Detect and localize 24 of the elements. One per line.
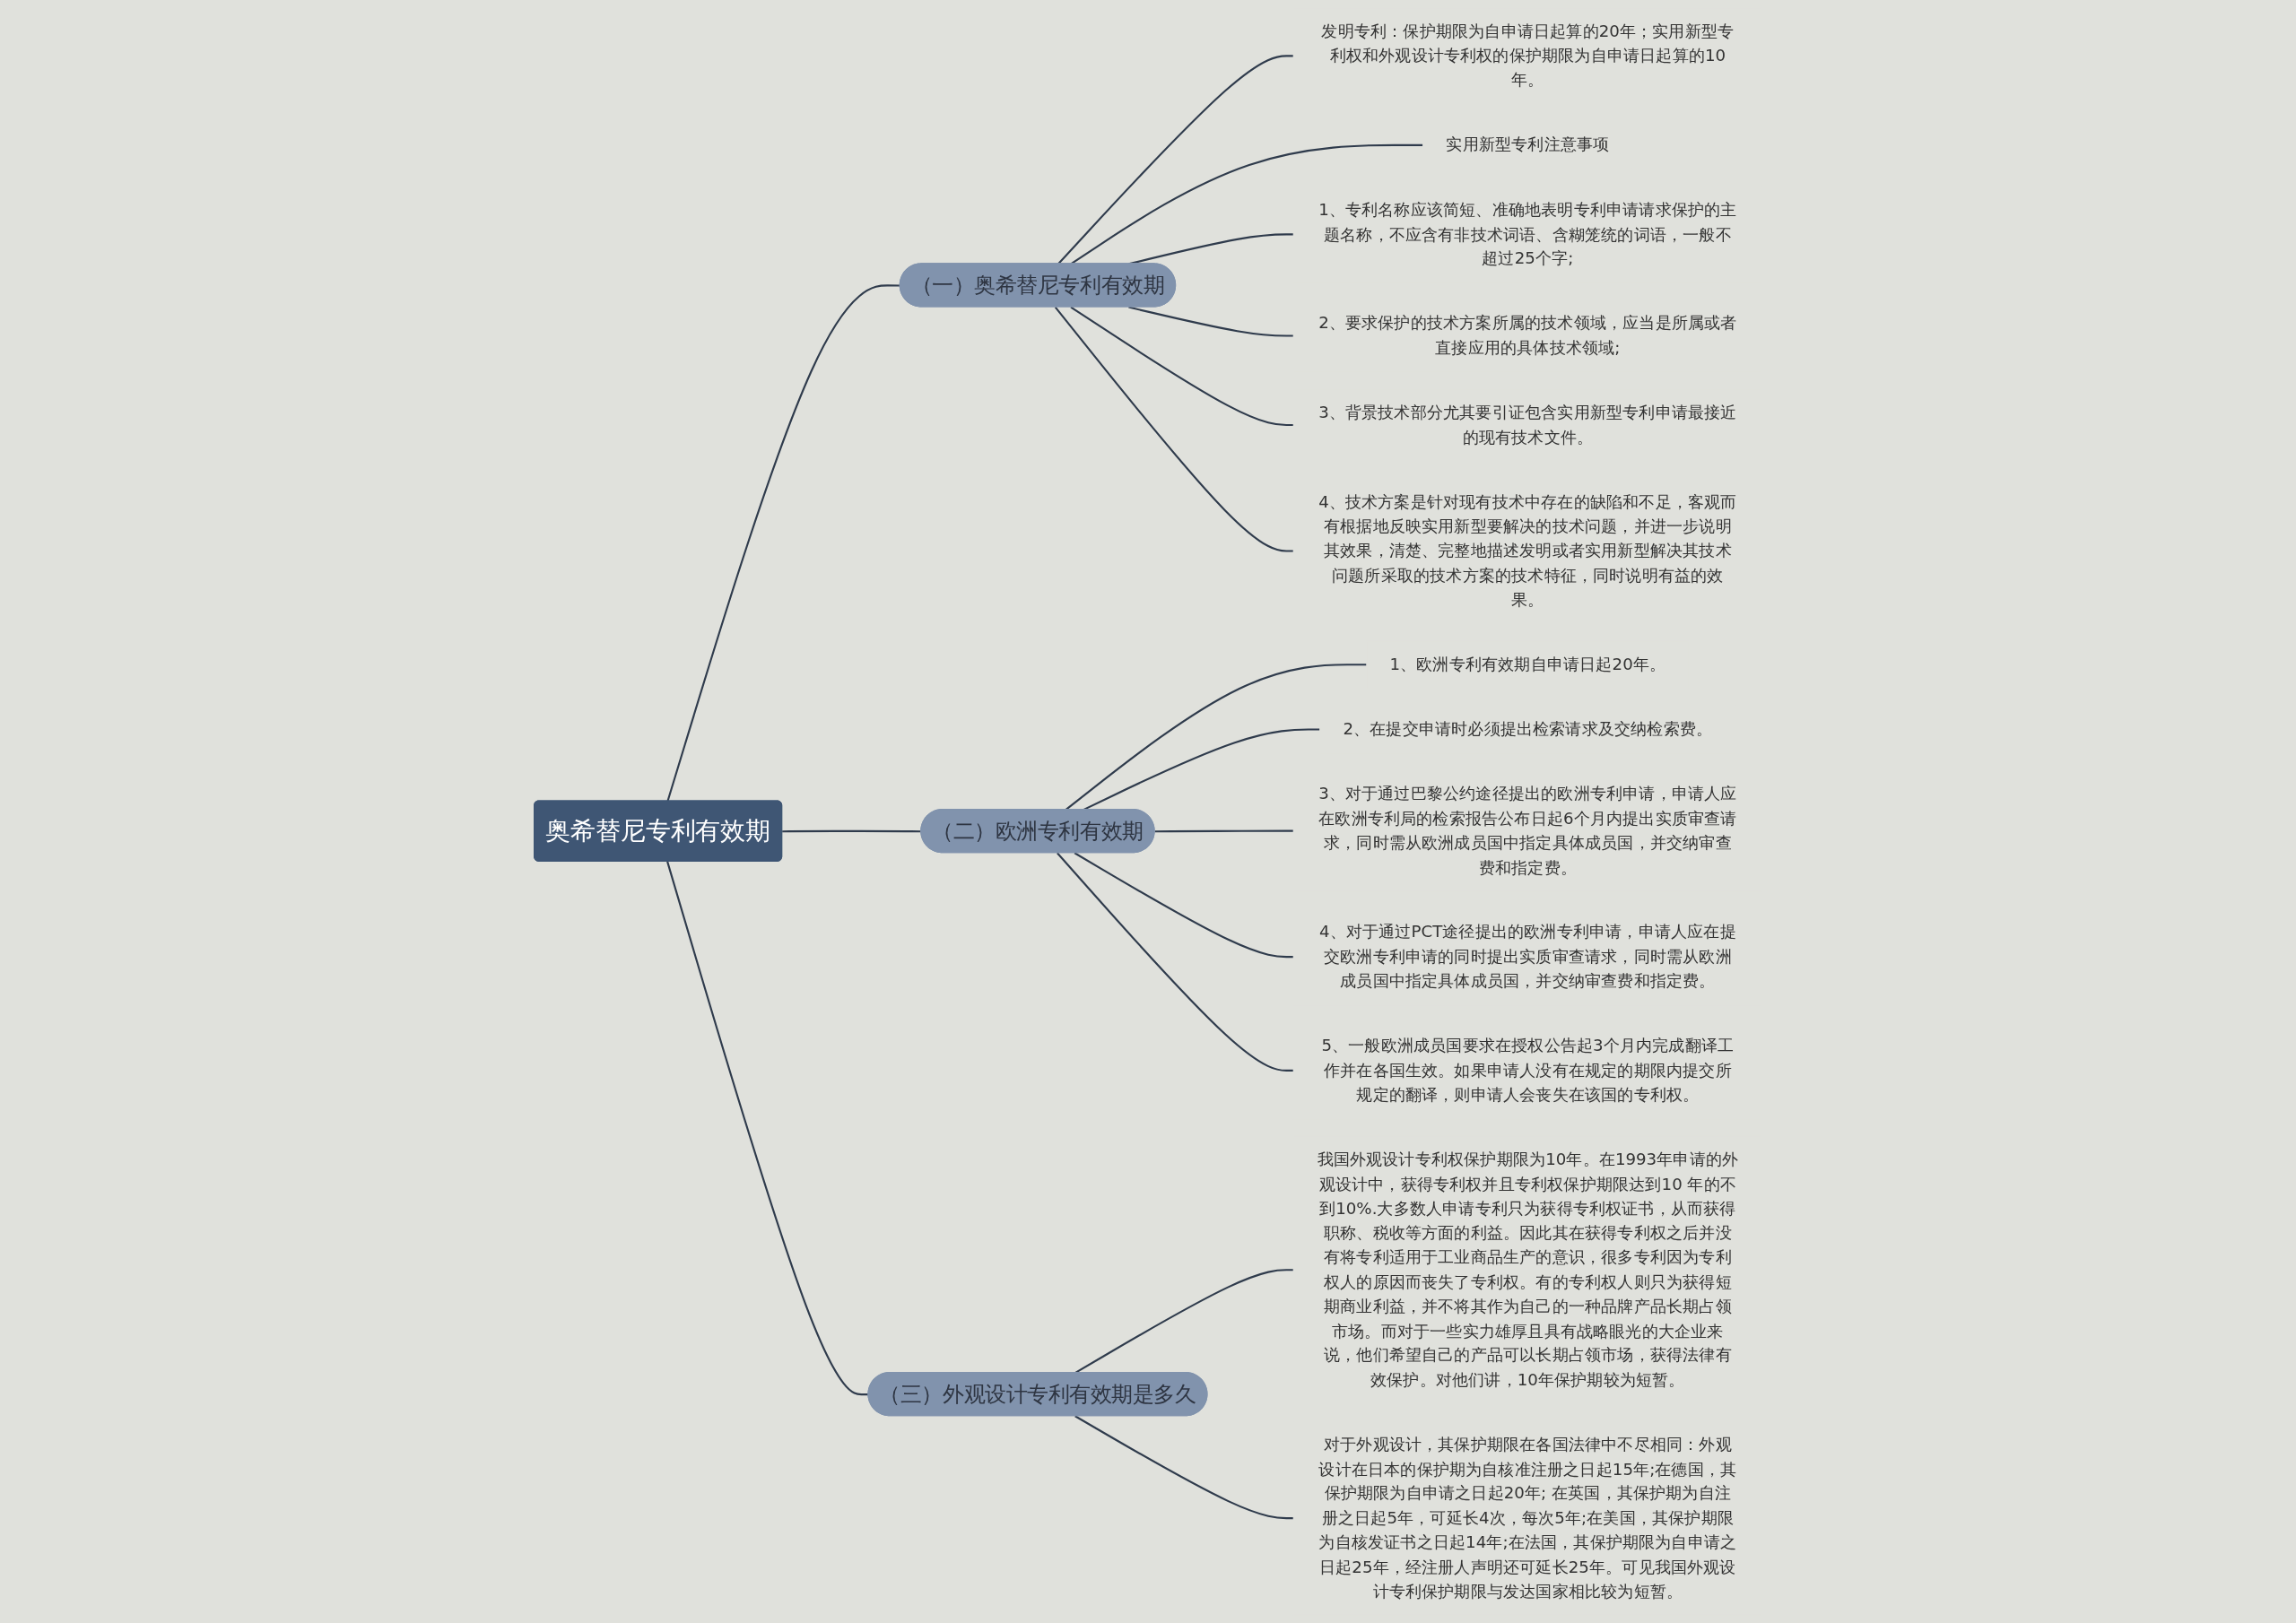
node-text: 实用新型专利注意事项: [1446, 135, 1610, 154]
node-text: 2、要求保护的技术方案所属的技术领域，应当是所属或者直接应用的具体技术领域;: [1318, 313, 1737, 358]
node-text: 我国外观设计专利权保护期限为10年。在1993年申请的外观设计中，获得专利权并且专利权保护期限达到10 年的不到10%.大多数人申请专利只为获得专利权证书，从而获得职称、税收等方面的利益。因此其在获得专利权之后并没有将专利适用于工业商品生产的意识，很多专利因为专利权人的原因而丧失了专利权。有的专利权人则只为获得短期商业利益，并不将其作为自己的一种品牌产品长期占领市场。而对于一些实力雄厚且具有战略眼光的大企业来说，他们希望自己的产品可以长期占领市场，获得法律有效保护。对他们讲，10年保护期较为短暂。: [1317, 1149, 1739, 1389]
node-text: 4、对于通过PCT途径提出的欧洲专利申请，申请人应在提交欧洲专利申请的同时提出实质审查请求，同时需从欧洲成员国中指定具体成员国，并交纳审查费和指定费。: [1318, 922, 1736, 991]
node-text: 发明专利：保护期限为自申请日起算的20年；实用新型专利权和外观设计专利权的保护期限为自申请日起算的10年。: [1321, 21, 1735, 90]
connector: [1065, 664, 1367, 811]
connector: [782, 829, 922, 833]
connector: [1128, 306, 1294, 337]
connector: [1054, 306, 1294, 552]
node-text: 2、在提交申请时必须提出检索请求及交纳检索费。: [1343, 719, 1713, 739]
node-text: 3、背景技术部分尤其要引证包含实用新型专利申请最接近的现有技术文件。: [1318, 402, 1737, 447]
connector: [1074, 1415, 1294, 1520]
node-text: 1、欧洲专利有效期自申请日起20年。: [1389, 654, 1666, 674]
connector: [1154, 829, 1294, 833]
node-text: 1、专利名称应该简短、准确地表明专利申请请求保护的主题名称，不应含有非技术词语、含糊笼统的词语，一般不超过25个字;: [1318, 199, 1737, 268]
connector: [1070, 306, 1294, 427]
node-text: 对于外观设计，其保护期限在各国法律中不尽相同：外观设计在日本的保护期为自核准注册之日起15年;在德国，其保护期限为自申请之日起20年; 在英国，其保护期为自注册之日起5年，可延长4次，每次5年;在美国，其保护期限为自核发证书之日起14年;在法国，其保护期限为自申请之日起25年，经注册人声明还可延长25年。可见我国外观设计专利保护期限与发达国家相比较为短暂。: [1318, 1434, 1737, 1601]
node-text: 4、技术方案是针对现有技术中存在的缺陷和不足，客观而有根据地反映实用新型要解决的技术问题，并进一步说明其效果，清楚、完整地描述发明或者实用新型解决其技术问题所采取的技术方案的技术特征，同时说明有益的效果。: [1318, 491, 1737, 609]
node-text: 5、一般欧洲成员国要求在授权公告起3个月内完成翻译工作并在各国生效。如果申请人没有在规定的期限内提交所规定的翻译，则申请人会丧失在该国的专利权。: [1321, 1036, 1735, 1105]
node-text: 3、对于通过巴黎公约途径提出的欧洲专利申请，申请人应在欧洲专利局的检索报告公布日起6个月内提出实质审查请求，同时需从欧洲成员国中指定具体成员国，并交纳审查费和指定费。: [1318, 784, 1737, 877]
connector: [666, 861, 869, 1396]
connector: [1057, 852, 1294, 1072]
connector: [1074, 852, 1294, 959]
connector: [666, 284, 900, 802]
